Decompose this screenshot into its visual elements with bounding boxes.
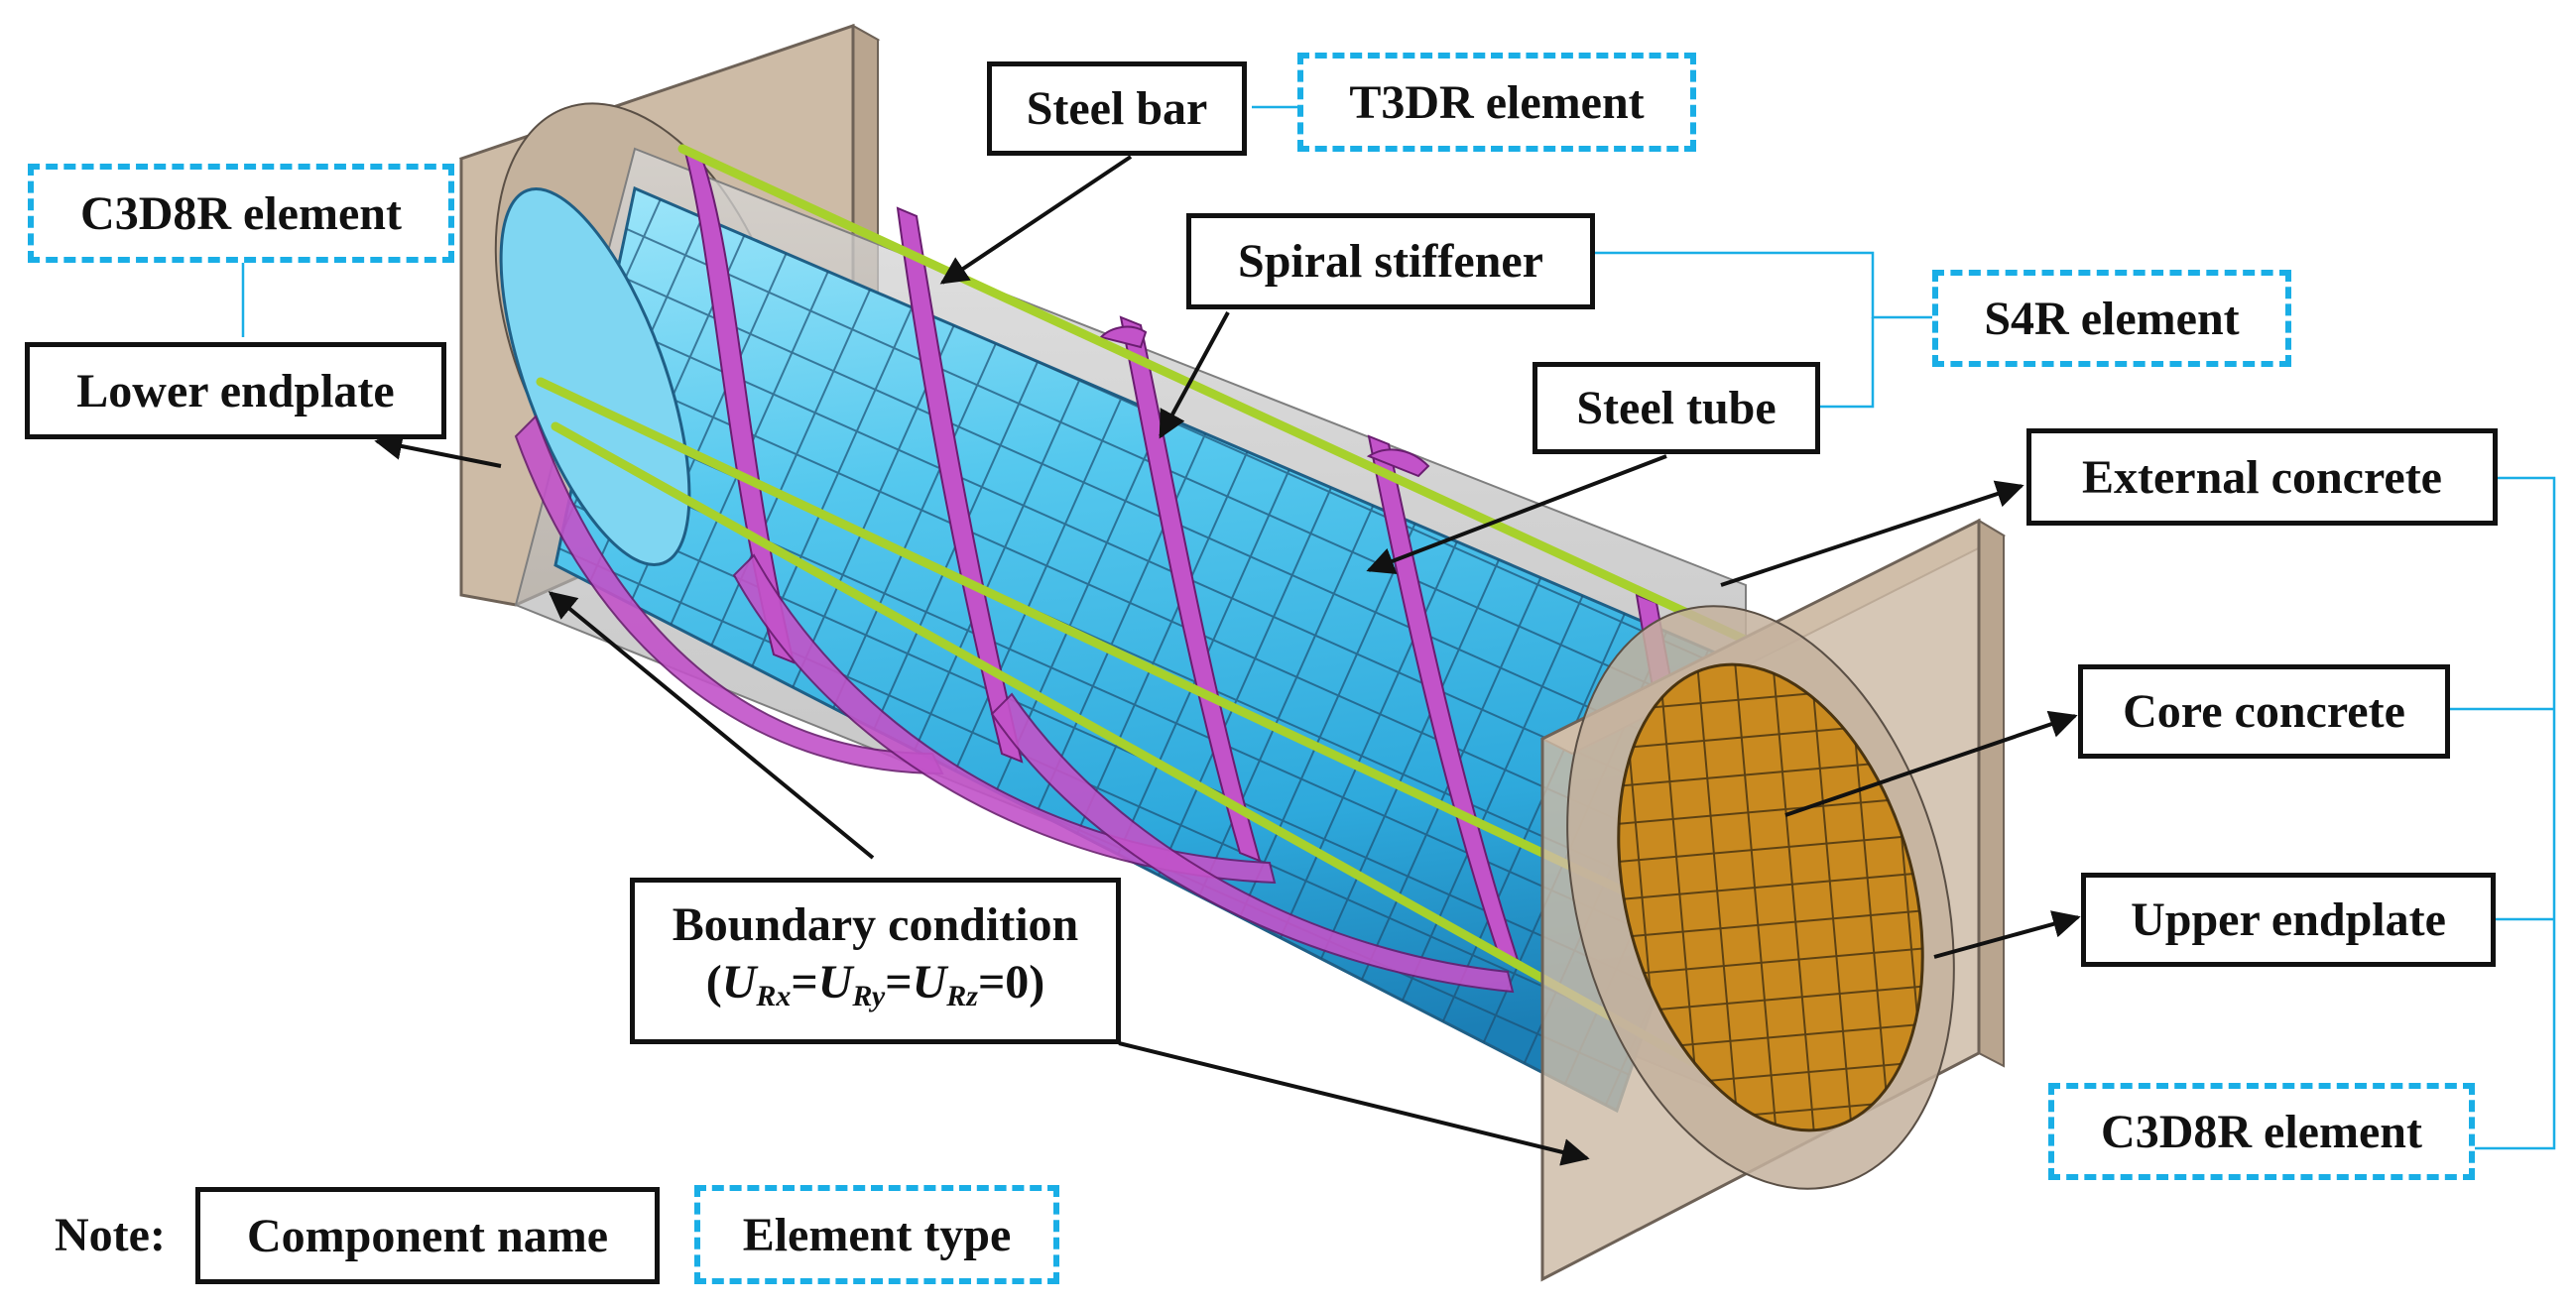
steel-bar-model [536, 144, 1761, 1086]
spiral-stiffener-model [514, 146, 1748, 1061]
c3d8r-element-label-right: C3D8R element [2048, 1083, 2475, 1180]
boundary-condition-label: Boundary condition (URx=URy=URz=0) [630, 878, 1121, 1044]
s4r-element-label: S4R element [1932, 270, 2291, 367]
steel-tube-label: Steel tube [1533, 362, 1820, 454]
steel-bar-label: Steel bar [987, 61, 1247, 156]
core-concrete-label: Core concrete [2078, 664, 2450, 759]
external-concrete-label: External concrete [2026, 428, 2498, 526]
component-arrows [374, 155, 2081, 1166]
core-concrete-model [1617, 662, 1924, 1132]
legend-element-type-box: Element type [694, 1185, 1059, 1284]
t3dr-element-label: T3DR element [1297, 53, 1696, 152]
legend-component-name-box: Component name [195, 1187, 660, 1284]
upper-endplate-label: Upper endplate [2081, 873, 2496, 967]
spiral-stiffener-label: Spiral stiffener [1186, 213, 1595, 309]
lower-endplate-label: Lower endplate [25, 342, 446, 439]
c3d8r-element-label-left: C3D8R element [28, 164, 454, 263]
boundary-condition-formula: (URx=URy=URz=0) [705, 956, 1045, 1012]
boundary-condition-title: Boundary condition [672, 898, 1079, 951]
element-leader-lines [241, 105, 2556, 1150]
legend-note-label: Note: [55, 1209, 166, 1261]
